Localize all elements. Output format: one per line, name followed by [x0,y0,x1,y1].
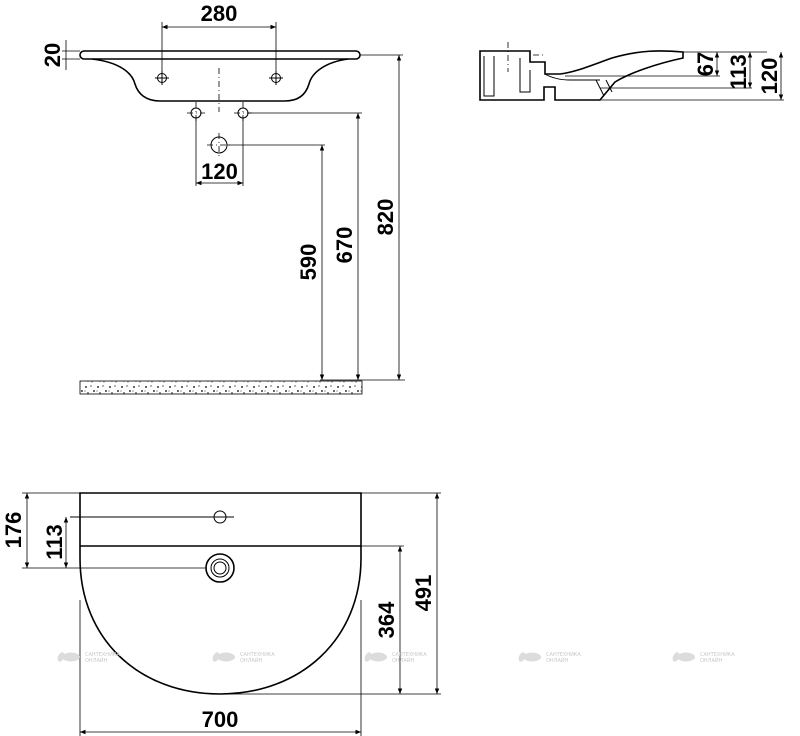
drain-plan [205,553,235,583]
dim-176-label: 176 [1,512,26,549]
basin-rim [79,50,361,60]
watermark-3: САНТЕХНИКА ОНЛАЙН [364,652,427,664]
basin-bowl-front [91,58,349,102]
watermark-4: САНТЕХНИКА ОНЛАЙН [518,652,581,664]
floor-hatch [79,380,363,395]
plan-view: 176 113 364 491 700 [1,492,441,736]
tap-hole-left [155,71,169,85]
dim-113-plan-label: 113 [42,524,67,560]
watermark-sub-4: ОНЛАЙН [546,657,569,664]
tap-hole-plan [70,510,234,524]
watermark-sub-3: ОНЛАЙН [392,657,415,664]
dim-113-side-label: 113 [726,54,751,90]
watermark-2: САНТЕХНИКА ОНЛАЙН [212,652,275,664]
dim-120-label: 120 [201,159,238,184]
dim-590-label: 590 [296,244,321,281]
dim-364-label: 364 [374,601,399,638]
dim-670-label: 670 [332,227,357,264]
tap-hole-right [269,71,283,85]
watermark-sub-2: ОНЛАЙН [240,657,263,664]
dim-820-label: 820 [373,199,398,236]
side-section-view: 67 113 120 [479,42,784,101]
dim-20-label: 20 [40,43,65,67]
front-view: 280 120 20 590 670 820 [40,1,405,395]
basin-section-outline [479,50,684,101]
watermark-sub-1: ОНЛАЙН [85,657,108,664]
dim-491-label: 491 [411,575,436,612]
dim-700-label: 700 [202,707,239,732]
watermark-sub-5: ОНЛАЙН [700,657,723,664]
watermark-text-2: САНТЕХНИКА [240,652,275,658]
dim-120-side-label: 120 [757,58,782,95]
dim-67-label: 67 [693,52,718,76]
watermark-text-1: САНТЕХНИКА [85,652,120,658]
watermark-5: САНТЕХНИКА ОНЛАЙН [672,652,735,664]
dim-280-label: 280 [201,1,238,26]
watermark-row: САНТЕХНИКА ОНЛАЙН САНТЕХНИКА ОНЛАЙН САНТ… [57,652,735,664]
watermark-text-5: САНТЕХНИКА [700,652,735,658]
watermark-text-3: САНТЕХНИКА [392,652,427,658]
watermark-text-4: САНТЕХНИКА [546,652,581,658]
watermark-1: САНТЕХНИКА ОНЛАЙН [57,652,120,664]
